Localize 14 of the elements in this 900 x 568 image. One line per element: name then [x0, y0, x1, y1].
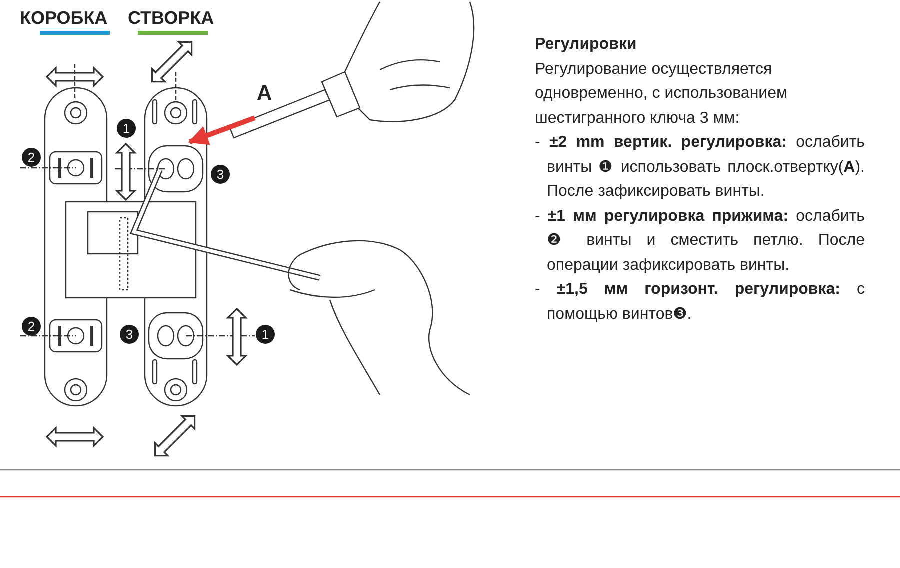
instruction-item: - ±1,5 мм горизонт. регулировка: с помощью винтов❸. [535, 280, 865, 324]
callout-number: 2 [22, 148, 41, 167]
instruction-item: - ±2 mm вертик. регулировка: ослабить винты ❶ использовать плоск.отвертку(A). После зафиксировать винты. [535, 133, 865, 202]
instruction-item: - ±1 мм регулировка прижима: ослабить ❷ винты и сместить петлю. После операции зафиксировать винты. [535, 206, 865, 276]
section-heading: Регулировки [535, 35, 638, 55]
callout-number: 1 [117, 119, 136, 138]
part-label: КОРОБКА [20, 8, 108, 29]
callout-number: 3 [120, 325, 139, 344]
paragraph: Регулирование осуществляется одновременно, с использованием шестигранного ключа 3 мм: [535, 60, 788, 128]
callout-number: 1 [256, 325, 275, 344]
callout-number: 3 [211, 165, 230, 184]
callout-number: 2 [22, 317, 41, 336]
tool-label: A [257, 82, 272, 106]
part-label: СТВОРКА [128, 8, 214, 29]
